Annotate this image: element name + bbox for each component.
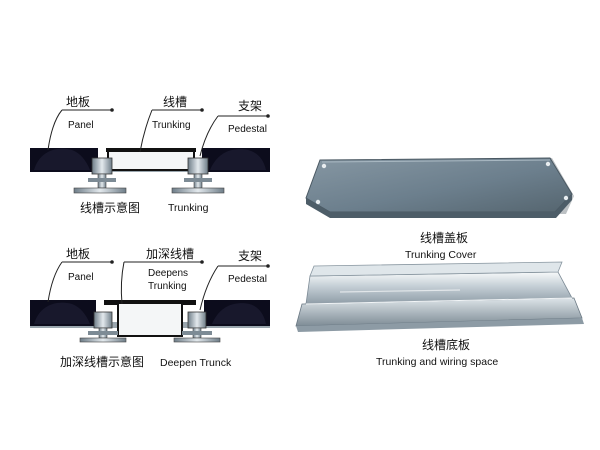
deep-trunking-cross-section: 地板 Panel 加深线槽 Deepens Trunking 支架 Pedest…	[30, 247, 270, 369]
trunking-cover-photo	[305, 157, 574, 218]
deep-trunking-channel	[117, 301, 183, 337]
label-floor-en: Panel	[68, 272, 94, 283]
label-deep-trunking-en-1: Deepens	[148, 268, 188, 279]
label-floor-cn: 地板	[66, 247, 90, 261]
label-pedestal-en: Pedestal	[228, 274, 267, 285]
label-deep-trunking-cn: 加深线槽	[146, 247, 194, 261]
caption-trunking-en: Trunking	[168, 202, 209, 214]
trunking-channel	[107, 149, 195, 171]
label-floor-cn: 地板	[66, 95, 90, 109]
pedestal-left	[73, 173, 127, 194]
trunking-base-photo	[295, 261, 584, 332]
label-trunking-cn: 线槽	[163, 95, 187, 109]
label-pedestal-cn: 支架	[238, 99, 262, 113]
label-floor-en: Panel	[68, 120, 94, 131]
pedestal-right	[171, 173, 225, 194]
caption-trunking-cn: 线槽示意图	[80, 200, 140, 215]
label-deep-trunking-en-2: Trunking	[148, 281, 187, 292]
label-pedestal-en: Pedestal	[228, 124, 267, 135]
label-pedestal-cn: 支架	[238, 249, 262, 263]
caption-base-cn: 线槽底板	[422, 337, 470, 352]
caption-cover-en: Trunking Cover	[405, 249, 477, 261]
pedestal-left	[79, 327, 127, 343]
caption-deep-trunking-en: Deepen Trunck	[160, 357, 232, 369]
leader-lines	[47, 108, 270, 157]
caption-base-en: Trunking and wiring space	[376, 356, 498, 368]
trunking-cross-section: 地板 Panel 线槽 Trunking 支架 Pedestal 线槽示意图 T…	[30, 95, 270, 215]
caption-deep-trunking-cn: 加深线槽示意图	[60, 354, 144, 369]
pedestal-right	[173, 327, 221, 343]
label-trunking-en: Trunking	[152, 120, 191, 131]
leader-lines	[47, 260, 270, 311]
caption-cover-cn: 线槽盖板	[420, 231, 468, 245]
